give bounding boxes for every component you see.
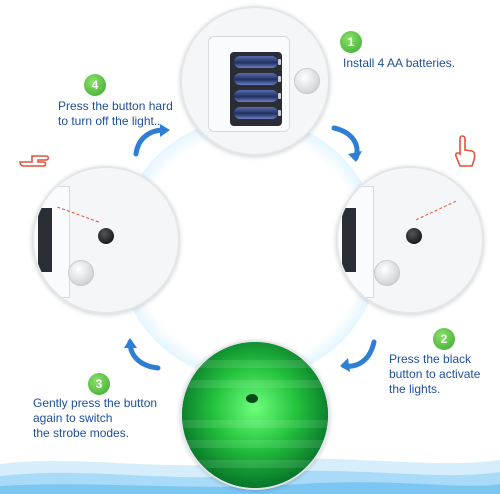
device-knob	[68, 260, 94, 286]
step-1-photo-battery-compartment	[180, 6, 330, 156]
step-3-badge: 3	[88, 373, 110, 395]
battery-bay	[38, 208, 52, 272]
lens-center-hole	[246, 394, 258, 403]
curved-arrow-icon	[331, 125, 362, 162]
lens-ridge	[182, 460, 328, 468]
lens-ridge	[182, 440, 328, 448]
green-light-glow	[182, 342, 328, 488]
step-3-photo-green-light	[180, 340, 330, 490]
step-4-photo-button-press	[32, 166, 180, 314]
aa-battery	[234, 73, 281, 85]
lens-ridge	[182, 380, 328, 388]
step-2-photo-button-press	[336, 166, 484, 314]
step-1-caption: Install 4 AA batteries.	[343, 56, 456, 70]
device-knob	[294, 68, 320, 94]
device-knob	[374, 260, 400, 286]
black-button	[98, 228, 114, 244]
pointing-hand-icon	[19, 155, 50, 167]
lens-ridge	[182, 420, 328, 428]
aa-battery	[234, 107, 281, 119]
step-4-caption: Press the button hard to turn off the li…	[58, 99, 173, 128]
step-2-badge: 2	[433, 328, 455, 350]
battery-bay	[230, 52, 282, 126]
lens-ridge	[182, 360, 328, 368]
press-indicator-dashes	[415, 200, 457, 221]
step-1-badge: 1	[340, 31, 362, 53]
battery-bay	[342, 208, 356, 272]
black-button	[406, 228, 422, 244]
step-4-badge: 4	[84, 74, 106, 96]
pointing-hand-icon	[455, 135, 476, 167]
curved-arrow-icon	[124, 338, 161, 371]
curved-arrow-icon	[133, 124, 170, 157]
aa-battery	[234, 90, 281, 102]
step-2-caption: Press the black button to activate the l…	[389, 352, 481, 396]
aa-battery	[234, 56, 281, 68]
step-3-caption: Gently press the button again to switch …	[33, 396, 158, 440]
curved-arrow-icon	[340, 339, 377, 372]
